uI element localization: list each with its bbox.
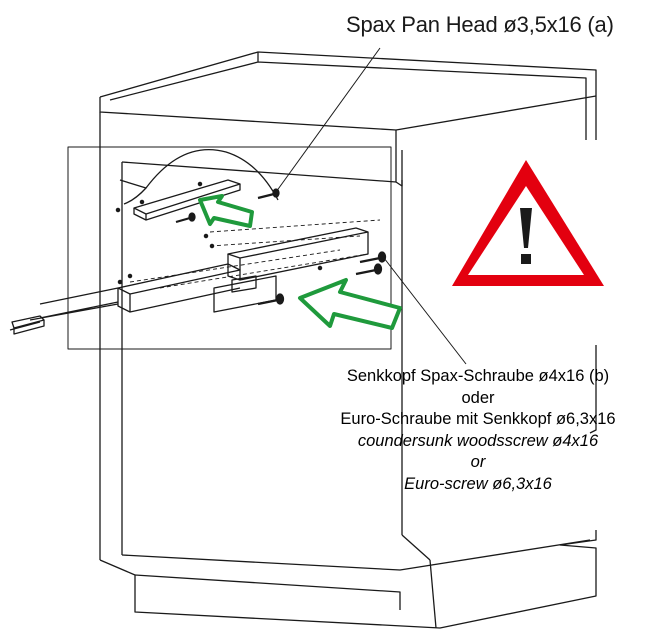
screw-b-german: Senkkopf Spax-Schraube ø4x16 (b) bbox=[346, 367, 610, 385]
leader-line-a bbox=[275, 47, 381, 193]
screw-b-english: coundersunk woodsscrew ø4x16 bbox=[357, 431, 599, 450]
direction-arrow-icon bbox=[198, 194, 402, 330]
euro-screw-english: Euro-screw ø6,3x16 bbox=[404, 474, 552, 493]
euro-screw-german: Euro-Schraube mit Senkkopf ø6,3x16 bbox=[340, 410, 616, 428]
warning-triangle-icon bbox=[452, 160, 604, 286]
screw-b bbox=[257, 251, 387, 306]
rail-bracket bbox=[213, 275, 277, 313]
upper-runner bbox=[115, 179, 241, 221]
or-label: or bbox=[470, 453, 486, 471]
cabinet-outline bbox=[99, 51, 597, 629]
oder-label: oder bbox=[461, 388, 495, 407]
screw-b-label-block: Senkkopf Spax-Schraube ø4x16 (b) oder Eu… bbox=[290, 366, 660, 495]
screw-a-label: Spax Pan Head ø3,5x16 (a) bbox=[346, 12, 614, 37]
screw-a bbox=[175, 188, 280, 224]
leader-line-b bbox=[383, 257, 467, 365]
main-rail bbox=[9, 219, 381, 335]
detail-frame bbox=[67, 146, 392, 350]
